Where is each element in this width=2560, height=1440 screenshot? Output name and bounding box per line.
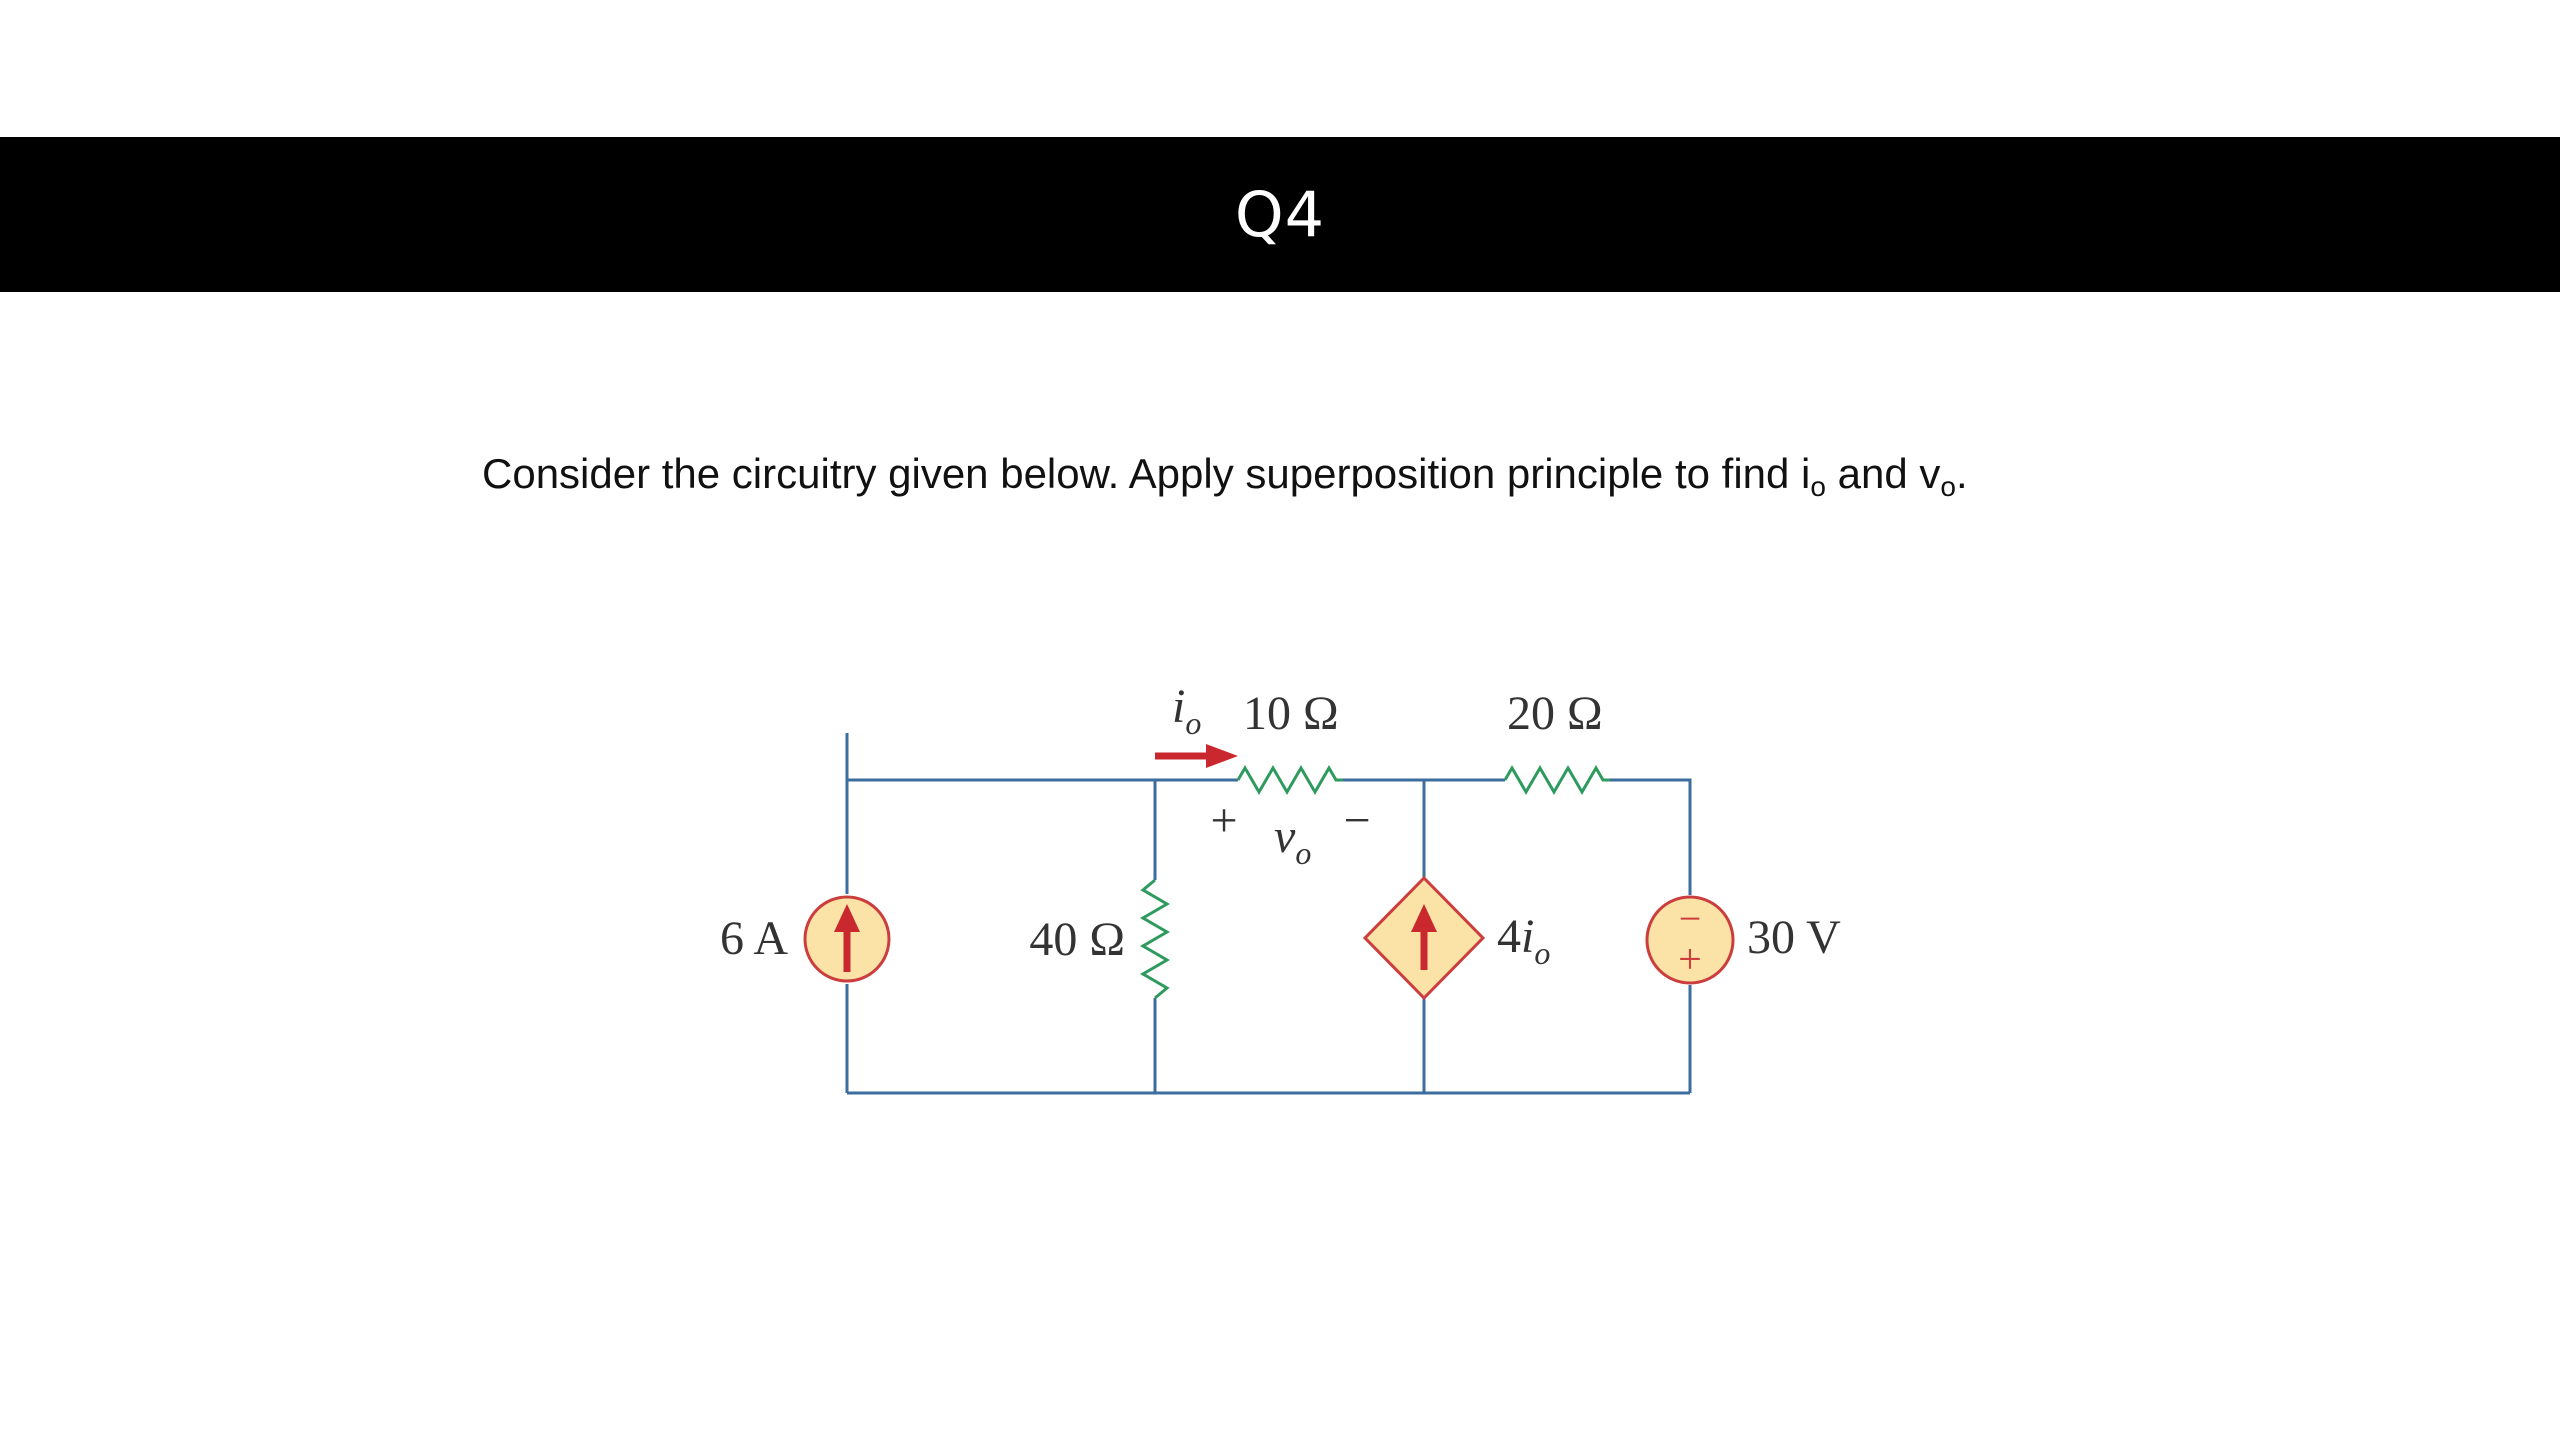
- vo-subscript: o: [1295, 835, 1311, 871]
- title-bar: Q4: [0, 137, 2560, 292]
- label-20-ohm: 20 Ω: [1507, 687, 1603, 740]
- prompt-text-end: .: [1955, 450, 1968, 497]
- io-subscript: o: [1185, 705, 1201, 741]
- label-vo: vo: [1274, 810, 1311, 871]
- prompt-text-mid: and v: [1825, 450, 1941, 497]
- problem-statement: Consider the circuitry given below. Appl…: [482, 450, 1968, 503]
- io-symbol: i: [1172, 680, 1185, 733]
- dep-var: i: [1521, 910, 1534, 963]
- label-10-ohm: 10 Ω: [1243, 687, 1339, 740]
- resistor-20-ohm: [1503, 765, 1610, 795]
- label-6A: 6 A: [720, 912, 788, 965]
- label-dependent-source: 4io: [1497, 910, 1550, 971]
- resistors: [1140, 765, 1610, 1000]
- resistor-40-ohm: [1140, 878, 1170, 1000]
- prompt-sub-io: o: [1810, 471, 1826, 502]
- vs-minus-sign: −: [1679, 896, 1702, 941]
- prompt-sub-vo: o: [1940, 471, 1956, 502]
- current-source-6A: [803, 895, 891, 983]
- prompt-text-main: Consider the circuitry given below. Appl…: [482, 450, 1811, 497]
- vo-symbol: v: [1274, 810, 1296, 863]
- wire-left-top: [845, 733, 1155, 782]
- vo-plus: +: [1210, 794, 1237, 847]
- label-30V: 30 V: [1747, 911, 1841, 964]
- label-io: io: [1172, 680, 1201, 741]
- io-arrow: [1155, 744, 1238, 768]
- dependent-current-source: [1362, 875, 1486, 1001]
- dep-subscript: o: [1534, 935, 1550, 971]
- label-40-ohm: 40 Ω: [1029, 913, 1125, 966]
- vo-minus: −: [1343, 794, 1370, 847]
- slide-title: Q4: [1234, 178, 1326, 251]
- wires: [845, 733, 1692, 1095]
- dep-coef: 4: [1497, 910, 1521, 963]
- vs-plus-sign: +: [1678, 937, 1702, 983]
- resistor-10-ohm: [1236, 765, 1343, 795]
- voltage-source-30V: [1645, 895, 1735, 985]
- wire-right-top: [1610, 778, 1692, 895]
